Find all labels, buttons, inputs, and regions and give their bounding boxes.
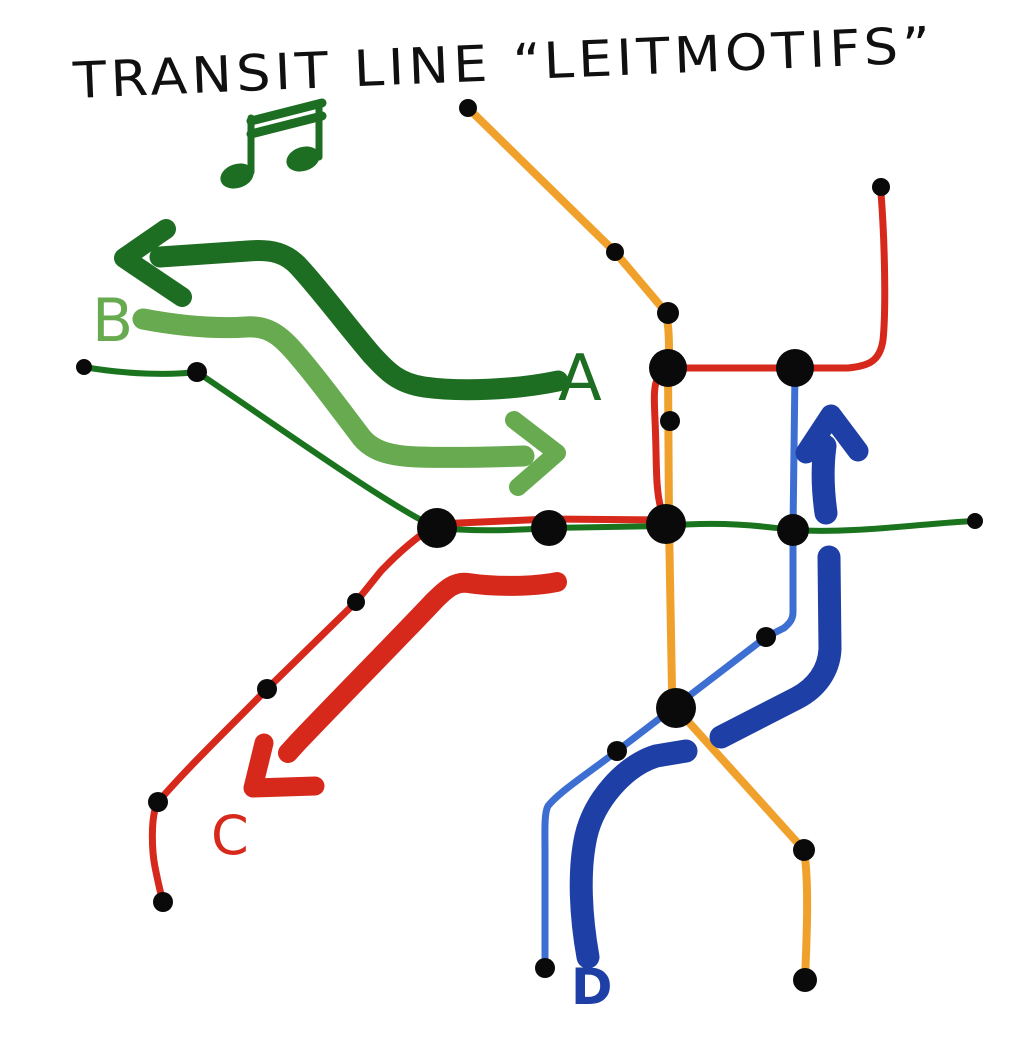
station-dot — [531, 510, 567, 546]
annotation-arrows-layer — [114, 219, 869, 969]
station-dot — [793, 839, 815, 861]
station-dot — [777, 514, 809, 546]
station-dot — [347, 593, 365, 611]
arrow-d-shaft-mid — [709, 545, 842, 749]
station-dot — [459, 99, 477, 117]
orange-line-path — [464, 104, 812, 984]
arrow-a-shaft — [149, 240, 569, 401]
arrow-c-head-icon — [243, 733, 325, 798]
arrow-b-shaft — [132, 308, 535, 468]
station-dot — [417, 508, 457, 548]
arrow-d-label: D — [571, 958, 613, 1016]
music-note-icon — [220, 98, 327, 189]
arrow-d-shaft-tail — [569, 739, 698, 969]
station-dot — [257, 679, 277, 699]
station-dot — [535, 958, 555, 978]
arrow-c-label: C — [211, 804, 249, 867]
station-dot — [793, 968, 817, 992]
station-dot — [756, 627, 776, 647]
station-dot — [967, 513, 983, 529]
station-dot — [148, 792, 168, 812]
arrow-c-shaft — [278, 572, 567, 763]
station-dot — [607, 741, 627, 761]
station-dot — [187, 362, 207, 382]
stations-layer — [76, 99, 983, 992]
arrow-d-shaft-top — [811, 434, 838, 525]
station-dot — [606, 243, 624, 261]
arrow-b-label: B — [92, 286, 133, 356]
station-dot — [153, 892, 173, 912]
page-title: TRANSIT LINE “LEITMOTIFS” — [71, 16, 936, 110]
arrow-a-head-icon — [114, 219, 192, 307]
arrow-b-head-icon — [505, 411, 566, 496]
blue-line-path — [541, 366, 799, 972]
red-line-path — [148, 189, 889, 906]
station-dot — [76, 359, 92, 375]
station-dot — [656, 688, 696, 728]
station-dot — [646, 504, 686, 544]
station-dot — [872, 178, 890, 196]
station-dot — [657, 302, 679, 324]
arrow-a-label: A — [558, 342, 602, 416]
station-dot — [776, 349, 814, 387]
arrow-d-head-icon — [795, 404, 869, 464]
station-dot — [649, 349, 687, 387]
station-dot — [660, 411, 680, 431]
